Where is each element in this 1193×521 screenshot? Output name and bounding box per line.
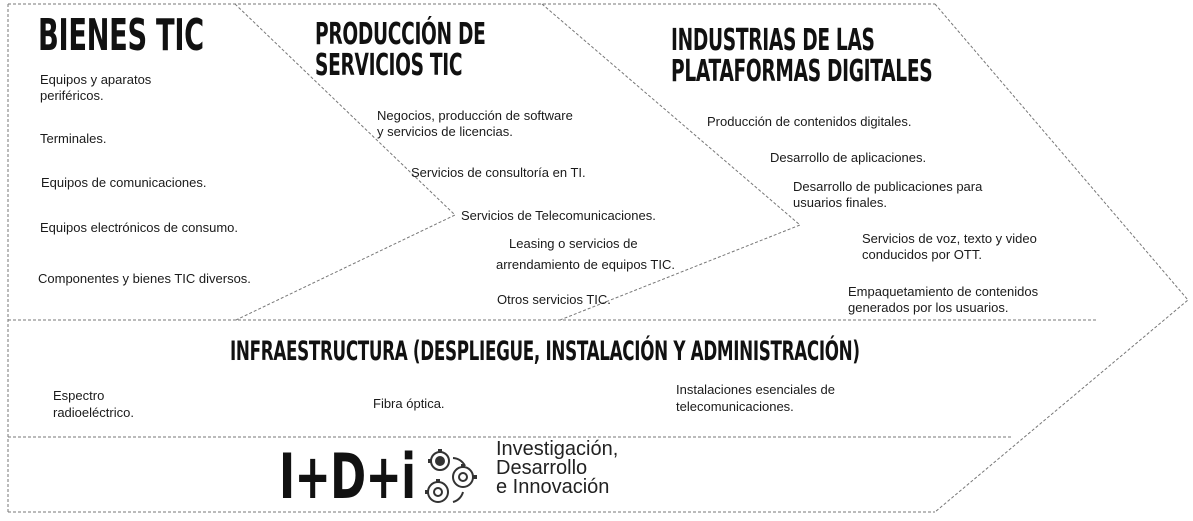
produccion-item: Servicios de consultoría en TI. bbox=[411, 165, 586, 180]
idi-line: Desarrollo bbox=[496, 457, 588, 479]
industrias-item: usuarios finales. bbox=[793, 195, 887, 210]
bienes-item: Equipos electrónicos de consumo. bbox=[40, 220, 239, 235]
bienes-item: Componentes y bienes TIC diversos. bbox=[38, 271, 251, 286]
bienes-item: periféricos. bbox=[40, 88, 104, 103]
gears-icon bbox=[425, 449, 477, 503]
industrias-item: conducidos por OTT. bbox=[862, 247, 982, 262]
produccion-item: Negocios, producción de software bbox=[377, 108, 573, 123]
bienes-item: Terminales. bbox=[40, 131, 107, 146]
infraestructura-title: INFRAESTRUCTURA (DESPLIEGUE, INSTALACIÓN… bbox=[230, 336, 860, 367]
produccion-title-line1: PRODUCCIÓN DE bbox=[315, 17, 486, 52]
idi-logo: I+D+i bbox=[279, 440, 416, 513]
infra-item: telecomunicaciones. bbox=[676, 399, 794, 414]
produccion-title-line2: SERVICIOS TIC bbox=[315, 48, 463, 83]
produccion-item: arrendamiento de equipos TIC. bbox=[496, 257, 675, 272]
produccion-item: y servicios de licencias. bbox=[377, 124, 513, 139]
infra-item: Espectro bbox=[53, 388, 105, 403]
industrias-item: Producción de contenidos digitales. bbox=[707, 114, 912, 129]
infra-item: Instalaciones esenciales de bbox=[676, 382, 835, 397]
bienes-item: Equipos y aparatos bbox=[40, 72, 152, 87]
bienes-tic-title: BIENES TIC bbox=[38, 10, 204, 61]
idi-description: Investigación, Desarrollo e Innovación bbox=[496, 438, 619, 498]
infra-item: Fibra óptica. bbox=[373, 396, 445, 411]
industrias-item: Empaquetamiento de contenidos bbox=[848, 284, 1039, 299]
industrias-item: Servicios de voz, texto y video bbox=[862, 231, 1037, 246]
industrias-item: Desarrollo de publicaciones para bbox=[793, 179, 983, 194]
produccion-item: Otros servicios TIC. bbox=[497, 292, 611, 307]
bienes-item: Equipos de comunicaciones. bbox=[41, 175, 207, 190]
infra-item: radioeléctrico. bbox=[53, 405, 134, 420]
industrias-item: generados por los usuarios. bbox=[848, 300, 1009, 315]
idi-line: Investigación, bbox=[496, 438, 619, 460]
produccion-item: Leasing o servicios de bbox=[509, 236, 638, 251]
industrias-title-line1: INDUSTRIAS DE LAS bbox=[671, 23, 875, 58]
industrias-title-line2: PLATAFORMAS DIGITALES bbox=[671, 54, 933, 89]
produccion-item: Servicios de Telecomunicaciones. bbox=[461, 208, 656, 223]
idi-line: e Innovación bbox=[496, 476, 610, 498]
industrias-item: Desarrollo de aplicaciones. bbox=[770, 150, 927, 165]
